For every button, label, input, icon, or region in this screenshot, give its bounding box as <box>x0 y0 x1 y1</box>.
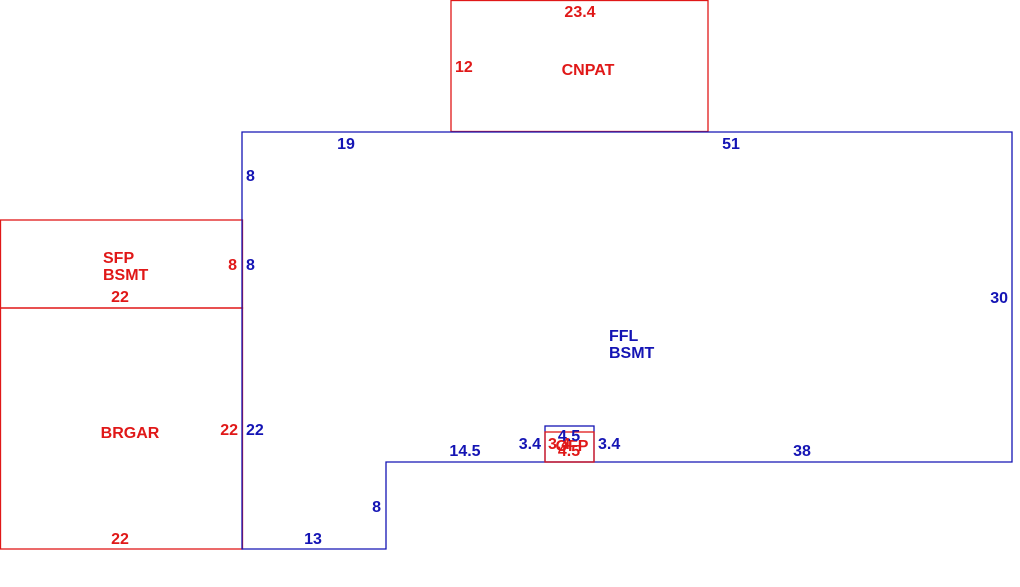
ffl-dim-left-upper: 8 <box>246 168 255 185</box>
area-brgar[interactable]: BRGAR 22 22 <box>0 307 244 550</box>
small-porch-outline-red <box>544 431 595 463</box>
cnpat-dim-left: 12 <box>455 59 473 76</box>
brgar-dim-bottom: 22 <box>111 531 129 548</box>
small-porch-dim-left-outer: 3.4 <box>519 436 541 453</box>
cnpat-label: CNPAT <box>562 62 615 79</box>
area-small-porch[interactable]: OFP 4.5 4.5 3.4 3.4 3.4 <box>519 425 621 463</box>
sfp-label-line2: BSMT <box>103 267 149 284</box>
area-ffl[interactable]: FFL BSMT 19 51 8 8 22 30 38 14.5 8 13 <box>241 131 1013 550</box>
cnpat-dim-top: 23.4 <box>564 4 595 21</box>
ffl-dim-top-right: 51 <box>722 136 740 153</box>
small-porch-dim-left-inner: 3.4 <box>548 436 570 453</box>
sfp-label-line1: SFP <box>103 250 134 267</box>
area-cnpat[interactable]: CNPAT 23.4 12 <box>450 0 709 133</box>
small-porch-dim-top: 4.5 <box>558 428 580 445</box>
ffl-dim-step-vertical: 8 <box>372 499 381 516</box>
area-sfp[interactable]: SFP BSMT 8 22 <box>0 219 244 309</box>
ffl-label-line2: BSMT <box>609 345 655 362</box>
brgar-dim-right: 22 <box>220 422 238 439</box>
ffl-dim-bottom-right: 38 <box>793 443 811 460</box>
ffl-dim-left-middle: 8 <box>246 257 255 274</box>
ffl-dim-right: 30 <box>990 290 1008 307</box>
ffl-dim-top-left: 19 <box>337 136 355 153</box>
small-porch-dim-right-outer: 3.4 <box>598 436 620 453</box>
sfp-dim-right: 8 <box>228 257 237 274</box>
small-porch-dim-bottom: 4.5 <box>558 443 580 460</box>
ffl-dim-left-lower: 22 <box>246 422 264 439</box>
brgar-label: BRGAR <box>101 425 160 442</box>
ffl-dim-bottom-left: 13 <box>304 531 322 548</box>
ffl-dim-bottom-middle: 14.5 <box>449 443 480 460</box>
ffl-label-line1: FFL <box>609 328 639 345</box>
small-porch-label: OFP <box>556 438 589 455</box>
ffl-outline <box>241 131 1013 550</box>
sfp-dim-bottom: 22 <box>111 289 129 306</box>
